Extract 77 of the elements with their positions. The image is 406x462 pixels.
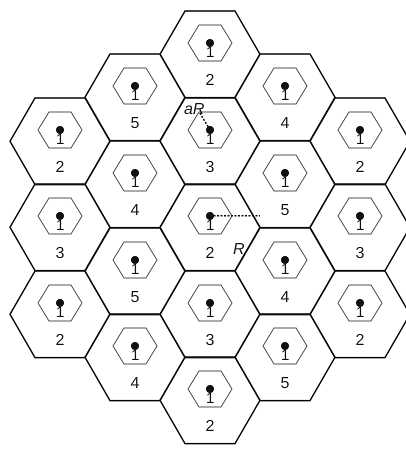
cell-number: 1 <box>206 44 214 61</box>
cell-number: 1 <box>131 262 140 278</box>
cell-group-number: 5 <box>130 288 140 307</box>
inner-hexagon <box>188 370 232 407</box>
cell-group-number: 2 <box>206 244 214 263</box>
cell-number: 1 <box>206 132 214 148</box>
cell-number: 1 <box>281 174 290 191</box>
inner-hexagon <box>38 198 82 234</box>
cell-group-number: 4 <box>130 374 140 393</box>
hexagon-cell <box>160 184 260 270</box>
hexagon-cell <box>235 140 335 228</box>
cell-number: 1 <box>356 218 364 234</box>
hexagon-cell <box>310 98 406 184</box>
inner-hexagon <box>338 284 382 321</box>
cell-group-number: 4 <box>280 288 290 307</box>
inner-hexagon <box>263 242 307 278</box>
cell-group-number: 2 <box>56 332 64 350</box>
inner-hexagon <box>338 112 382 148</box>
inner-hexagon <box>113 242 157 278</box>
inner-hexagon <box>263 154 307 191</box>
cell-group-number: 3 <box>206 332 214 350</box>
hexagon-cell <box>310 184 406 270</box>
cell-group-number: 3 <box>206 158 214 177</box>
dimension-label: aR <box>184 101 204 119</box>
cell-group-number: 2 <box>56 158 64 177</box>
cell-number: 1 <box>206 304 214 321</box>
inner-hexagon <box>338 198 382 234</box>
cell-group-number: 5 <box>280 202 290 220</box>
inner-hexagon <box>38 112 82 148</box>
cell-number: 1 <box>131 88 140 104</box>
cell-number: 1 <box>131 348 140 364</box>
hexagon-cell <box>310 270 406 358</box>
cell-number: 1 <box>56 132 64 148</box>
hexagon-cell <box>10 98 110 184</box>
cell-group-number: 2 <box>206 72 214 90</box>
hexagon-cell <box>85 54 185 141</box>
hexagon-cell <box>235 228 335 314</box>
inner-hexagon <box>188 284 232 321</box>
hexagon-cell <box>10 184 110 270</box>
cell-group-number: 2 <box>356 332 364 350</box>
cell-number: 1 <box>356 304 364 321</box>
inner-hexagon <box>188 24 232 61</box>
inner-hexagon <box>263 68 307 104</box>
inner-hexagon <box>263 328 307 364</box>
cell-number: 1 <box>281 262 290 278</box>
inner-hexagon <box>188 198 232 234</box>
cell-group-number: 5 <box>280 374 290 393</box>
cell-group-number: 2 <box>206 418 214 436</box>
hexagon-cell <box>235 54 335 141</box>
hexagon-cell <box>10 270 110 358</box>
cell-group-number: 4 <box>130 202 140 220</box>
cell-number: 1 <box>56 304 64 321</box>
cell-number: 1 <box>56 218 64 234</box>
cell-number: 1 <box>281 88 290 104</box>
inner-hexagon <box>113 154 157 191</box>
cell-number: 1 <box>131 174 140 191</box>
hexagon-cell <box>160 270 260 358</box>
hexagon-cell <box>160 98 260 184</box>
hexagon-cell <box>235 314 335 400</box>
cell-number: 1 <box>206 390 214 407</box>
cell-group-number: 2 <box>356 158 364 177</box>
hexagon-cell <box>85 228 185 314</box>
cell-number: 1 <box>206 218 214 234</box>
hexagon-cell <box>160 356 260 444</box>
cell-number: 1 <box>356 132 364 148</box>
dimension-label: R <box>233 241 245 259</box>
inner-hexagon <box>38 284 82 321</box>
hexagon-cell <box>160 10 260 98</box>
hexagon-cell <box>85 140 185 228</box>
inner-hexagon <box>113 68 157 104</box>
cell-group-number: 3 <box>56 244 64 263</box>
cell-number: 1 <box>281 348 290 364</box>
cell-group-number: 4 <box>280 115 290 134</box>
cell-group-number: 5 <box>130 115 140 134</box>
cell-group-number: 3 <box>356 244 364 263</box>
hexagon-cell <box>85 314 185 400</box>
inner-hexagon <box>113 328 157 364</box>
